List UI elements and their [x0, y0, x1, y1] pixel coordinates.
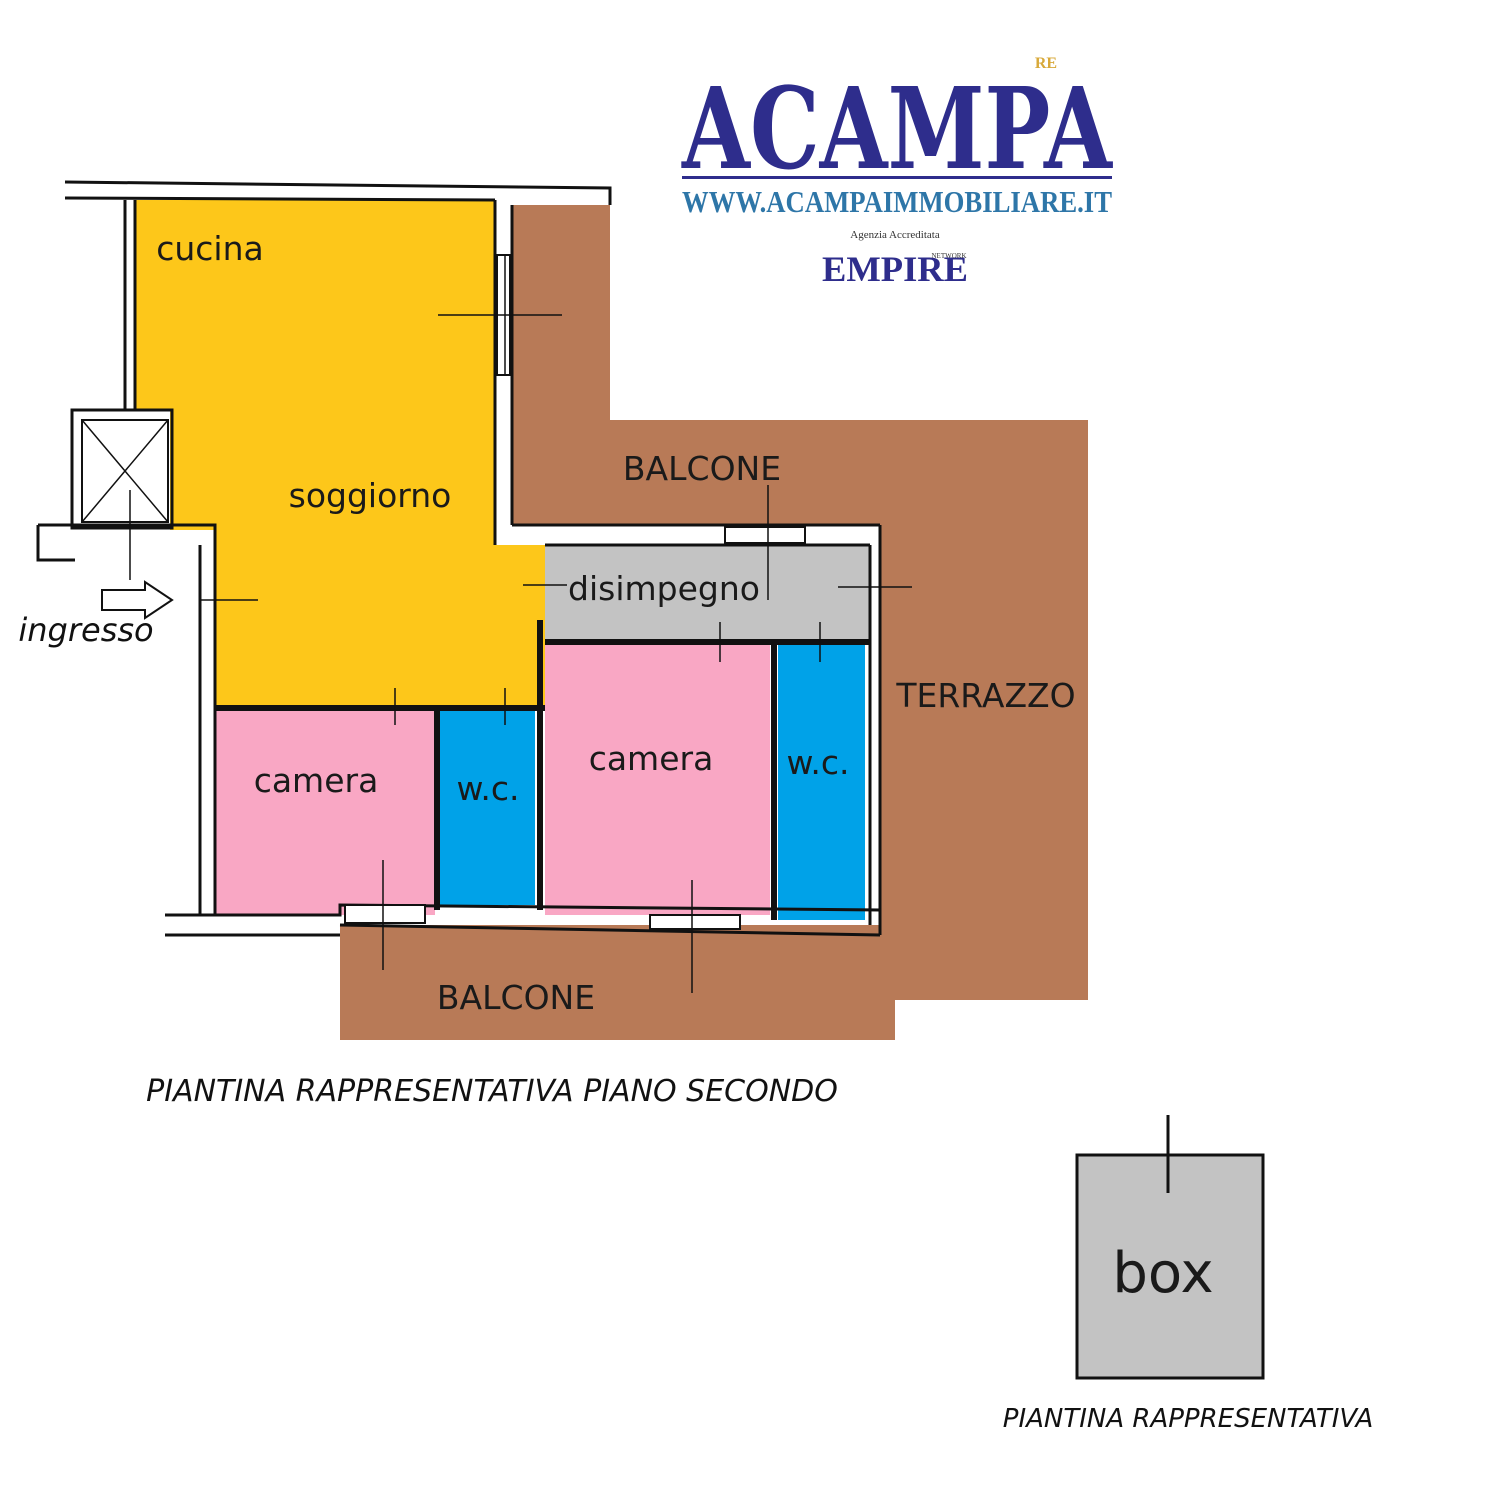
wall-entrance: [36, 523, 217, 562]
label-camera-left: camera: [254, 761, 379, 800]
logo-superscript: RE: [1035, 55, 1057, 72]
room-camera-right: [545, 645, 770, 915]
lift-cabin: [81, 419, 169, 523]
label-cucina: cucina: [156, 229, 264, 268]
logo-website: WWW.ACAMPAIMMOBILIARE.IT: [682, 184, 1112, 219]
box-area: [1075, 1153, 1265, 1380]
room-camera-left: [215, 710, 435, 915]
caption-floor-plan: PIANTINA RAPPRESENTATIVA PIANO SECONDO: [146, 1074, 838, 1109]
label-balcone-bottom: BALCONE: [437, 978, 595, 1017]
logo-name: ACAMPA: [681, 64, 1113, 195]
wall-bottom: [165, 903, 882, 937]
room-wc-right: [778, 645, 865, 920]
room-wc-left: [440, 710, 535, 905]
caption-box-plan: PIANTINA RAPPRESENTATIVA: [1003, 1404, 1373, 1434]
logo-network-name: EMPIRE: [822, 249, 968, 289]
window-camera-right: [649, 914, 741, 930]
label-disimpegno: disimpegno: [568, 569, 760, 608]
wall-left-cucina: [123, 200, 137, 410]
window-disimpegno: [724, 526, 806, 544]
label-balcone-top: BALCONE: [623, 449, 781, 488]
room-cucina-soggiorno: [135, 200, 545, 708]
box-plan: box: [1075, 1115, 1265, 1380]
label-terrazzo: TERRAZZO: [895, 676, 1075, 715]
entrance-arrow-icon: [101, 580, 174, 620]
label-camera-right: camera: [589, 739, 714, 778]
wall-left-soggiorno: [198, 545, 217, 915]
wall-right: [868, 525, 882, 935]
lift-cross: [81, 419, 169, 523]
logo-network-word: NETWORK: [932, 252, 967, 260]
lift-shaft: [70, 408, 174, 530]
wall-top: [64, 180, 612, 205]
logo-tagline: Agenzia Accreditata: [850, 229, 940, 241]
outdoor-areas: [340, 205, 1088, 1040]
room-labels: cucina soggiorno BALCONE disimpegno TERR…: [18, 229, 1075, 1017]
rooms: [135, 200, 870, 920]
logo-divider: [682, 176, 1112, 179]
wall-top-inner: [64, 196, 496, 202]
door-ticks: [129, 255, 912, 993]
wall-soggiorno-right: [493, 200, 514, 545]
label-soggiorno: soggiorno: [289, 476, 452, 515]
room-disimpegno: [545, 545, 870, 642]
label-wc-left: w.c.: [456, 769, 519, 808]
balcone-terrazzo-area: [340, 205, 1088, 1040]
label-box: box: [1112, 1241, 1213, 1306]
acampa-logo: ACAMPA RE WWW.ACAMPAIMMOBILIARE.IT Agenz…: [681, 55, 1113, 289]
window-camera-left: [344, 904, 426, 924]
label-ingresso: ingresso: [18, 611, 153, 649]
walls: [36, 180, 912, 993]
wall-disimpegno-top: [512, 523, 880, 547]
label-wc-right: w.c.: [786, 743, 849, 782]
